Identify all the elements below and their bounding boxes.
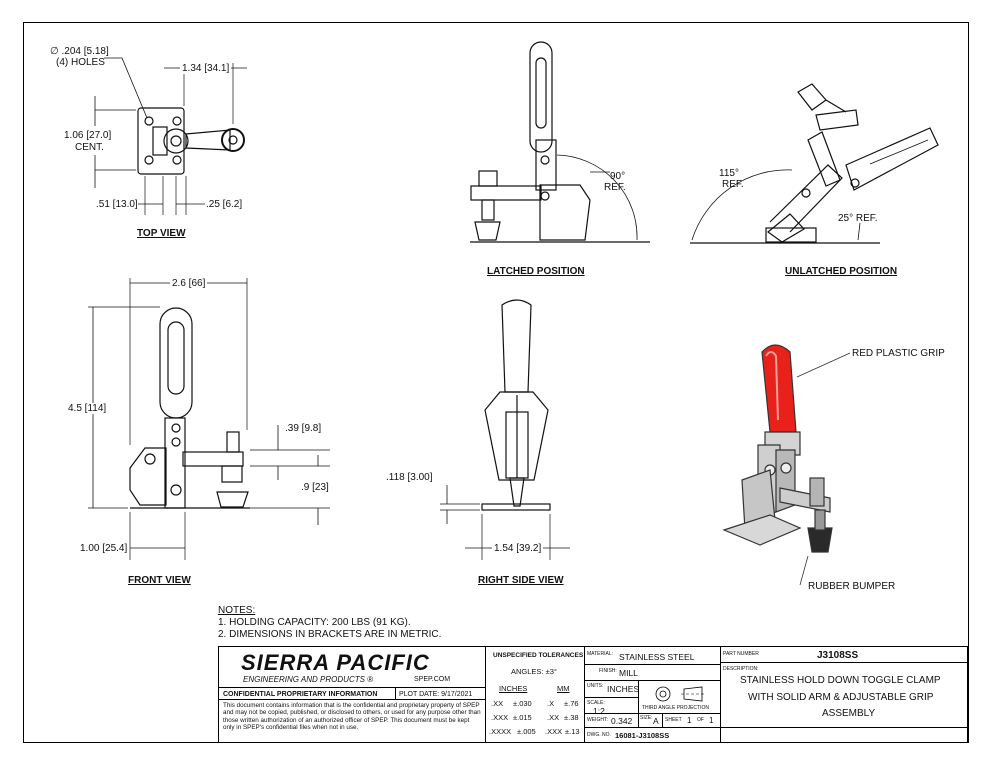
- tol-row-1-d: ±.76: [564, 699, 579, 708]
- tolerance-mm-header: MM: [557, 684, 570, 693]
- dim-angle-25: 25° REF.: [838, 213, 878, 224]
- front-view-drawing: [88, 278, 330, 560]
- callout-grip: RED PLASTIC GRIP: [852, 348, 945, 359]
- material-value: STAINLESS STEEL: [619, 652, 695, 662]
- description-line-2: WITH SOLID ARM & ADJUSTABLE GRIP: [748, 692, 934, 703]
- description-line-1: STAINLESS HOLD DOWN TOGGLE CLAMP: [740, 675, 941, 686]
- right-side-view-drawing: [440, 299, 570, 560]
- confidentiality-disclaimer: This document contains information that …: [223, 702, 481, 732]
- tol-row-1-c: .X: [547, 699, 555, 708]
- description-label: DESCRIPTION:: [723, 666, 759, 672]
- finish-label: FINISH:: [599, 668, 617, 674]
- dim-angle-90-ref: REF.: [604, 182, 626, 193]
- dim-angle-115: 115°: [719, 168, 739, 179]
- dim-hole-diameter: ∅ .204 [5.18]: [50, 46, 109, 57]
- finish-value: MILL: [619, 668, 638, 678]
- top-view-drawing: [94, 57, 247, 215]
- weight-label: WEIGHT:: [587, 717, 608, 723]
- dwg-number-value: 16081-J3108SS: [615, 731, 670, 740]
- notes-title: NOTES:: [218, 605, 256, 616]
- tolerance-inches-header: INCHES: [499, 684, 528, 693]
- units-value: INCHES: [607, 684, 640, 694]
- part-number-value: J3108SS: [817, 650, 859, 661]
- unlatched-position-label: UNLATCHED POSITION: [785, 266, 898, 277]
- title-block: SIERRA PACIFIC ENGINEERING AND PRODUCTS …: [218, 646, 969, 743]
- dim-width-26: 2.6 [66]: [170, 278, 208, 289]
- dim-holes-count: (4) HOLES: [56, 57, 105, 68]
- dim-51: .51 [13.0]: [96, 199, 138, 210]
- weight-value: 0.342: [611, 716, 633, 726]
- unlatched-position-drawing: [690, 83, 939, 244]
- top-view-label: TOP VIEW: [137, 228, 186, 239]
- dim-angle-90: 90°: [610, 171, 626, 182]
- dim-39: .39 [9.8]: [285, 423, 322, 434]
- units-label: UNITS:: [587, 683, 604, 689]
- right-side-view-label: RIGHT SIDE VIEW: [478, 575, 564, 586]
- callout-bumper: RUBBER BUMPER: [808, 581, 896, 592]
- of-label: OF: [697, 717, 704, 723]
- material-label: MATERIAL:: [587, 651, 614, 657]
- tol-row-3-c: .XXX: [545, 727, 563, 736]
- note-1: 1. HOLDING CAPACITY: 200 LBS (91 KG).: [218, 617, 411, 628]
- sheet-value: 1: [687, 716, 692, 725]
- note-2: 2. DIMENSIONS IN BRACKETS ARE IN METRIC.: [218, 629, 442, 640]
- dim-9: .9 [23]: [301, 482, 329, 493]
- dim-154: 1.54 [39.2]: [492, 543, 544, 554]
- confidential-label: CONFIDENTIAL PROPRIETARY INFORMATION: [223, 691, 378, 698]
- front-view-label: FRONT VIEW: [128, 575, 191, 586]
- tol-row-3-b: ±.005: [517, 727, 536, 736]
- tolerance-title: UNSPECIFIED TOLERANCES: [493, 652, 584, 659]
- tol-row-1-a: .XX: [491, 699, 504, 708]
- dim-height-45: 4.5 [114]: [68, 403, 107, 414]
- dim-center-label: CENT.: [75, 142, 104, 153]
- tol-row-2-a: .XXX: [491, 713, 509, 722]
- tol-row-3-d: ±.13: [565, 727, 580, 736]
- dim-118: .118 [3.00]: [386, 472, 433, 483]
- tolerance-angles: ANGLES: ±3°: [511, 667, 557, 676]
- description-line-3: ASSEMBLY: [822, 708, 876, 719]
- tol-row-2-c: .XX: [547, 713, 560, 722]
- dim-angle-115-ref: REF.: [722, 179, 744, 190]
- dim-top-width: 1.34 [34.1]: [180, 63, 232, 74]
- scale-label: SCALE:: [587, 700, 605, 706]
- latched-position-drawing: [470, 41, 650, 243]
- sheet-label: SHEET: [665, 717, 682, 723]
- dim-center: 1.06 [27.0]: [64, 130, 112, 141]
- tol-row-2-b: ±.015: [513, 713, 532, 722]
- size-label: SIZE:: [640, 715, 653, 721]
- tol-row-2-d: ±.38: [564, 713, 579, 722]
- part-number-label: PART NUMBER: [723, 651, 759, 657]
- company-logo: SIERRA PACIFIC: [241, 650, 430, 675]
- company-website: SPEP.COM: [414, 676, 451, 683]
- isometric-render: [722, 344, 851, 586]
- projection-label: THIRD ANGLE PROJECTION: [642, 705, 709, 711]
- dim-25: .25 [6.2]: [206, 199, 243, 210]
- plot-date: PLOT DATE: 9/17/2021: [399, 691, 473, 698]
- of-value: 1: [709, 716, 714, 725]
- latched-position-label: LATCHED POSITION: [487, 266, 585, 277]
- size-value: A: [653, 716, 659, 726]
- dwg-number-label: DWG. NO.: [587, 732, 611, 738]
- company-subtitle: ENGINEERING AND PRODUCTS ®: [243, 675, 374, 684]
- scale-value: 1:2: [593, 706, 605, 716]
- tol-row-1-b: ±.030: [513, 699, 532, 708]
- tol-row-3-a: .XXXX: [489, 727, 512, 736]
- third-angle-projection-icon: [655, 686, 706, 702]
- dim-100: 1.00 [25.4]: [80, 543, 128, 554]
